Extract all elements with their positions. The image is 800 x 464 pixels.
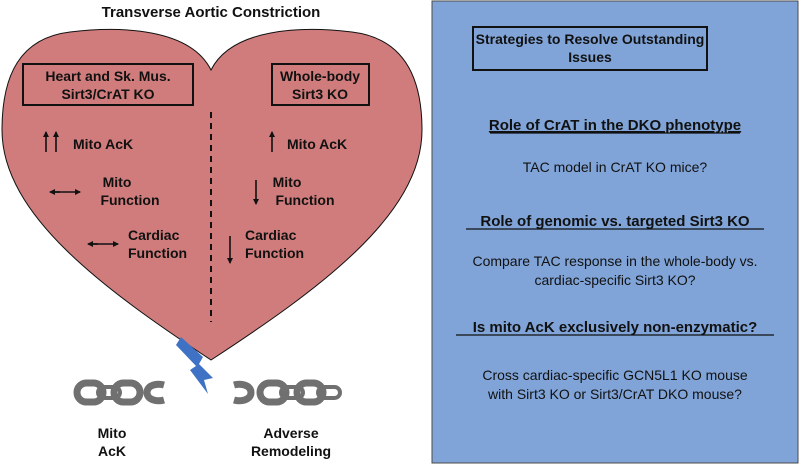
broken-chain-icon [233, 379, 342, 406]
strategies-panel [431, 0, 799, 464]
right-mito-function-line1: Mito [273, 174, 302, 190]
bottom-left-label-line1: Mito [98, 425, 127, 441]
diagram-title: Transverse Aortic Constriction [102, 4, 321, 21]
section1-text: TAC model in CrAT KO mice? [523, 159, 708, 175]
bottom-right-label-line2: Remodeling [251, 443, 331, 459]
left-model-box [22, 63, 194, 106]
section3-text-line1: Cross cardiac-specific GCN5L1 KO mouse [482, 367, 748, 383]
left-model-label-line2: Sirt3/CrAT KO [61, 86, 154, 102]
left-mito-function-line1: Mito [103, 174, 132, 190]
right-mito-ack-label: Mito AcK [287, 136, 347, 152]
lightning-bolt-icon [176, 337, 213, 394]
left-mito-function-line2: Function [100, 192, 159, 208]
section1-heading: Role of CrAT in the DKO phenotype [489, 117, 741, 134]
right-cardiac-function-line1: Cardiac [245, 227, 297, 243]
right-model-box [271, 63, 370, 106]
right-mito-function-line2: Function [275, 192, 334, 208]
strategies-title-line1: Strategies to Resolve Outstanding [476, 31, 705, 47]
left-mito-ack-label: Mito AcK [73, 136, 133, 152]
strategies-title-box [472, 26, 708, 71]
left-cardiac-function-line2: Function [128, 245, 187, 261]
left-cardiac-function-line1: Cardiac [128, 227, 180, 243]
section2-text-line1: Compare TAC response in the whole-body v… [472, 253, 757, 269]
broken-chain-icon [73, 379, 165, 406]
section3-text-line2: with Sirt3 KO or Sirt3/CrAT DKO mouse? [487, 386, 742, 402]
right-cardiac-function-line2: Function [245, 245, 304, 261]
section2-heading: Role of genomic vs. targeted Sirt3 KO [480, 213, 750, 230]
left-model-label-line1: Heart and Sk. Mus. [45, 68, 170, 84]
strategies-title-line2: Issues [568, 49, 612, 65]
right-model-label-line2: Sirt3 KO [292, 86, 348, 102]
double-up-arrow-icon [43, 131, 59, 152]
section2-text-line2: cardiac-specific Sirt3 KO? [534, 272, 695, 288]
right-model-label-line1: Whole-body [280, 68, 360, 84]
section3-heading: Is mito AcK exclusively non-enzymatic? [473, 319, 758, 336]
bottom-right-label-line1: Adverse [263, 425, 318, 441]
bottom-left-label-line2: AcK [98, 443, 126, 459]
